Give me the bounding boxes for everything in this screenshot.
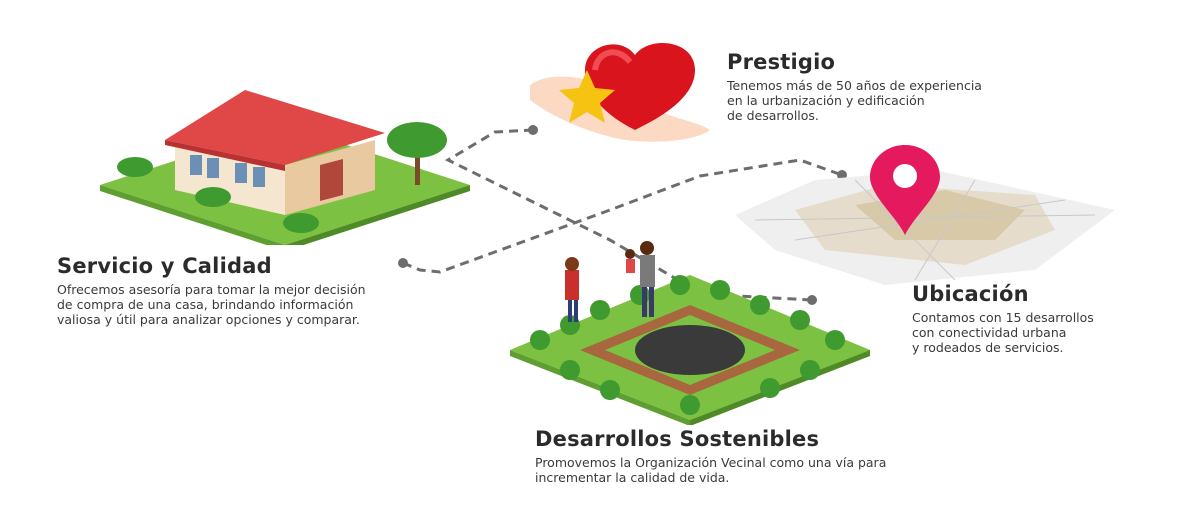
- prestigio-section: Prestigio Tenemos más de 50 años de expe…: [727, 50, 982, 123]
- house-illustration: [100, 90, 470, 245]
- prestigio-line: de desarrollos.: [727, 108, 819, 123]
- ubicacion-line: Contamos con 15 desarrollos: [912, 310, 1094, 325]
- prestigio-title: Prestigio: [727, 50, 836, 74]
- ubicacion-section: Ubicación Contamos con 15 desarrollos co…: [912, 282, 1094, 355]
- connector-dot: [398, 258, 408, 268]
- heart-star-illustration: [530, 43, 710, 142]
- prestigio-description: Tenemos más de 50 años de experiencia en…: [727, 78, 982, 123]
- desarrollos-line: Promovemos la Organización Vecinal como …: [535, 455, 887, 470]
- ubicacion-line: y rodeados de servicios.: [912, 340, 1064, 355]
- family-figures: [565, 241, 655, 322]
- prestigio-line: en la urbanización y edificación: [727, 93, 925, 108]
- desarrollos-line: incrementar la calidad de vida.: [535, 470, 730, 485]
- desarrollos-section: Desarrollos Sostenibles Promovemos la Or…: [535, 427, 886, 485]
- ubicacion-description: Contamos con 15 desarrollos con conectiv…: [912, 310, 1094, 355]
- park-illustration: [510, 241, 870, 425]
- servicio-line: de compra de una casa, brindando informa…: [57, 297, 354, 312]
- map-pin-illustration: [735, 145, 1115, 285]
- connector-dot: [807, 295, 817, 305]
- servicio-line: Ofrecemos asesoría para tomar la mejor d…: [57, 282, 366, 297]
- connector-dot: [837, 170, 847, 180]
- ubicacion-title: Ubicación: [912, 282, 1029, 306]
- ubicacion-line: con conectividad urbana: [912, 325, 1067, 340]
- servicio-line: valiosa y útil para analizar opciones y …: [57, 312, 360, 327]
- desarrollos-title: Desarrollos Sostenibles: [535, 427, 820, 451]
- connector-dot: [528, 125, 538, 135]
- prestigio-line: Tenemos más de 50 años de experiencia: [727, 78, 982, 93]
- servicio-section: Servicio y Calidad Ofrecemos asesoría pa…: [57, 254, 366, 327]
- servicio-title: Servicio y Calidad: [57, 254, 272, 278]
- servicio-description: Ofrecemos asesoría para tomar la mejor d…: [57, 282, 366, 327]
- desarrollos-description: Promovemos la Organización Vecinal como …: [535, 455, 886, 485]
